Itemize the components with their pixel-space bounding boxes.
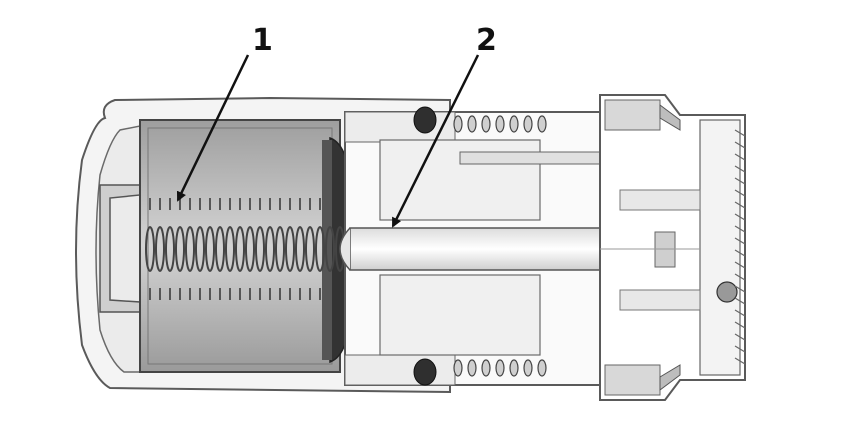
- nut-thread-line: [734, 285, 746, 293]
- spring-turn: [145, 226, 155, 272]
- nut-thread-line: [734, 333, 746, 341]
- spring-turn: [255, 226, 265, 272]
- nut-thread-line: [734, 165, 746, 173]
- thread-turn: [509, 359, 519, 377]
- thread-turn: [467, 115, 477, 133]
- spring-turn: [285, 226, 295, 272]
- nut-thread-line: [734, 189, 746, 197]
- nut-thread-line: [734, 321, 746, 329]
- spring-turn: [185, 226, 195, 272]
- o-ring-top: [413, 106, 437, 134]
- thread-turn: [523, 359, 533, 377]
- callout-label-1: 1: [252, 23, 273, 58]
- nut-thread-line: [734, 357, 746, 365]
- nut-thread-line: [734, 261, 746, 269]
- spring-turn: [295, 226, 305, 272]
- nut-thread-line: [734, 249, 746, 257]
- leader-line-1: [176, 54, 250, 202]
- thread-turn: [537, 359, 547, 377]
- spring-turn: [265, 226, 275, 272]
- thread-turn: [467, 359, 477, 377]
- nut-thread: [734, 129, 746, 365]
- nut-thread-line: [734, 345, 746, 353]
- nut-thread-line: [734, 309, 746, 317]
- callout-label-2: 2: [476, 23, 497, 58]
- thread-turn: [481, 115, 491, 133]
- leader-line-2: [391, 54, 480, 228]
- nut-thread-line: [734, 213, 746, 221]
- thread-turn: [509, 115, 519, 133]
- spring-turn: [195, 226, 205, 272]
- spring-turn: [155, 226, 165, 272]
- nut-thread-line: [734, 153, 746, 161]
- spring-turn: [205, 226, 215, 272]
- thread-turn: [495, 359, 505, 377]
- nut-thread-line: [734, 129, 746, 137]
- spring-turn: [325, 226, 335, 272]
- spring-turn: [165, 226, 175, 272]
- spring-turn: [215, 226, 225, 272]
- nut-thread-line: [734, 141, 746, 149]
- threaded-collar-bottom: [453, 359, 547, 377]
- o-ring-bottom: [413, 358, 437, 386]
- thread-turn: [481, 359, 491, 377]
- thread-turn: [495, 115, 505, 133]
- inner-right-details: [600, 189, 701, 311]
- thread-turn: [537, 115, 547, 133]
- nut-thread-line: [734, 237, 746, 245]
- nut-thread-line: [734, 273, 746, 281]
- spring-turn: [225, 226, 235, 272]
- thread-turn: [453, 359, 463, 377]
- nut-thread-line: [734, 201, 746, 209]
- spring-turn: [175, 226, 185, 272]
- nut-thread-line: [734, 177, 746, 185]
- nut-thread-line: [734, 225, 746, 233]
- spring-turn: [245, 226, 255, 272]
- thread-turn: [523, 115, 533, 133]
- thread-turn: [453, 115, 463, 133]
- spring-turn: [315, 226, 325, 272]
- push-rod: [339, 149, 652, 271]
- nut-thread-line: [734, 297, 746, 305]
- spring-turn: [305, 226, 315, 272]
- threaded-collar-top: [453, 115, 547, 133]
- spring-turn: [235, 226, 245, 272]
- spring-turn: [275, 226, 285, 272]
